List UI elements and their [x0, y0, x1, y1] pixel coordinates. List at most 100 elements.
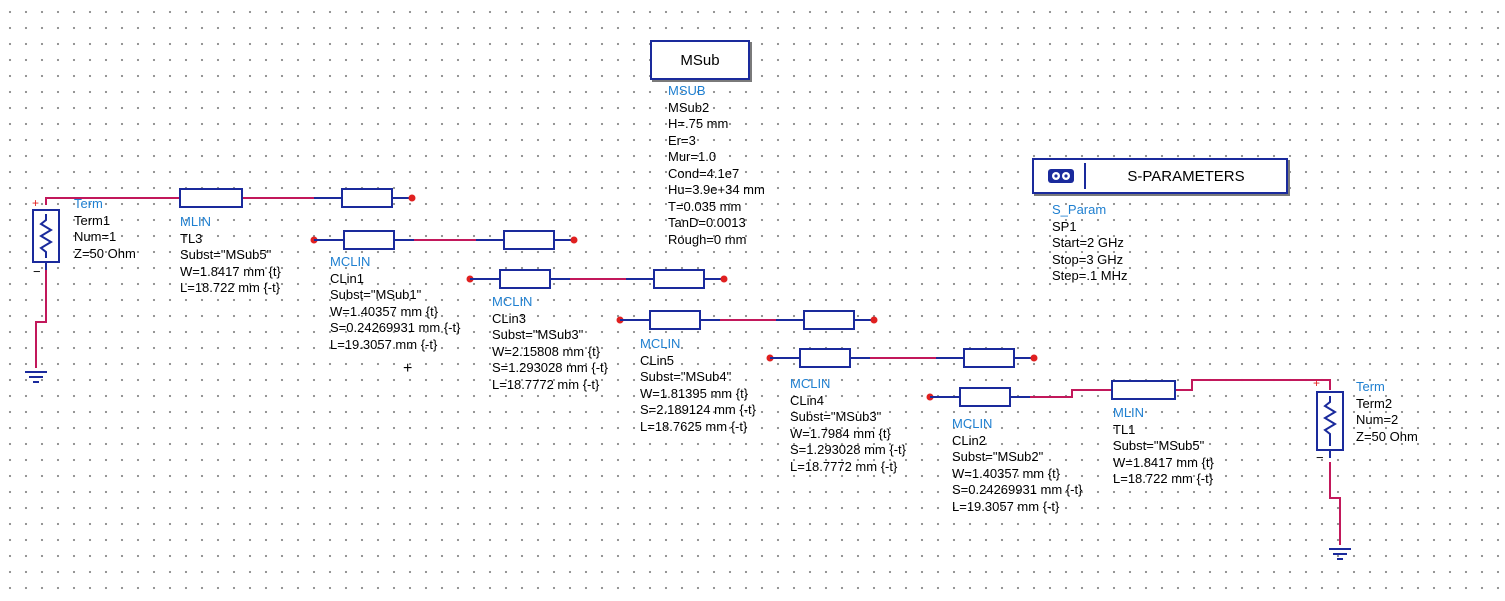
clin3-subst: Subst="MSub3" — [492, 327, 584, 342]
msub-tand: TanD=0.0013 — [668, 215, 746, 230]
sparam-type: S_Param — [1052, 202, 1107, 217]
term1-label[interactable]: Term Term1 Num=1 Z=50 Ohm — [74, 196, 136, 262]
term2-impedance: Z=50 Ohm — [1356, 428, 1418, 444]
clin4-label[interactable]: MCLIN CLin4 Subst="MSub3" W=1.7984 mm {t… — [790, 376, 906, 475]
term2-plus-sign: + — [1313, 376, 1320, 390]
tl3-label[interactable]: MLIN TL3 Subst="MSub5" W=1.8417 mm {t} L… — [180, 214, 281, 297]
clin4-pin-top — [870, 316, 878, 324]
term1-name: Term1 — [74, 212, 111, 228]
clin5-pin-top — [720, 275, 728, 283]
clin1-pin-top — [408, 194, 416, 202]
term2-resistor — [1323, 396, 1337, 446]
term2-label[interactable]: Term Term2 Num=2 Z=50 Ohm — [1356, 379, 1418, 445]
msub-name: MSub2 — [668, 99, 710, 115]
clin1-type: MCLIN — [330, 254, 371, 269]
tl3-length: L=18.722 mm {-t} — [180, 280, 281, 295]
msub-height: H=.75 mm — [668, 116, 729, 131]
clin1-label[interactable]: MCLIN CLin1 Subst="MSub1" W=1.40357 mm {… — [330, 254, 460, 353]
wire-term1-to-ground — [35, 265, 47, 368]
tl1-name: TL1 — [1113, 421, 1136, 437]
crosshair-cursor-icon: + — [403, 360, 413, 377]
clin3-spacing: S=1.293028 mm {-t} — [492, 360, 608, 375]
term2-num: Num=2 — [1356, 412, 1399, 427]
clin4-subst: Subst="MSub3" — [790, 409, 882, 424]
clin5-width: W=1.81395 mm {t} — [640, 385, 749, 401]
msub-cond: Cond=4.1e7 — [668, 165, 740, 181]
term2-name: Term2 — [1356, 395, 1393, 411]
term1-resistor — [39, 214, 53, 258]
clin2-name: CLin2 — [952, 432, 986, 448]
clin2-width: W=1.40357 mm {t} — [952, 465, 1061, 481]
clin5-name: CLin5 — [640, 352, 674, 368]
sparam-start: Start=2 GHz — [1052, 235, 1124, 250]
sparam-name: SP1 — [1052, 218, 1077, 234]
clin4-strip-bottom — [799, 348, 851, 368]
clin2-subst: Subst="MSub2" — [952, 449, 1044, 464]
clin5-type: MCLIN — [640, 336, 681, 351]
clin3-width: W=2.15808 mm {t} — [492, 343, 601, 359]
clin4-length: L=18.7772 mm {-t} — [790, 458, 898, 474]
tl3-width: W=1.8417 mm {t} — [180, 263, 281, 279]
wire-clin2-to-tl1 — [1030, 389, 1112, 398]
tl1-width: W=1.8417 mm {t} — [1113, 454, 1214, 470]
msub-rough: Rough=0 mm — [668, 231, 747, 247]
msub-title: MSub — [680, 51, 720, 69]
tl3-name: TL3 — [180, 230, 203, 246]
clin4-type: MCLIN — [790, 376, 831, 391]
clin3-strip-top — [503, 230, 555, 250]
tl1-type: MLIN — [1113, 405, 1145, 420]
msub-hu: Hu=3.9e+34 mm — [668, 182, 765, 197]
clin1-name: CLin1 — [330, 270, 364, 286]
clin3-length: L=18.7772 mm {-t} — [492, 376, 600, 392]
sparam-step: Step=.1 MHz — [1052, 268, 1128, 283]
clin5-label[interactable]: MCLIN CLin5 Subst="MSub4" W=1.81395 mm {… — [640, 336, 756, 435]
tl1-strip — [1111, 380, 1176, 400]
clin2-label[interactable]: MCLIN CLin2 Subst="MSub2" W=1.40357 mm {… — [952, 416, 1082, 515]
clin2-pin-top — [1030, 354, 1038, 362]
simulation-controller-icon — [1038, 163, 1086, 189]
wire-term1-to-tl3 — [45, 197, 180, 205]
clin4-spacing: S=1.293028 mm {-t} — [790, 442, 906, 457]
msub-block[interactable]: MSub — [650, 40, 750, 80]
tl1-length: L=18.722 mm {-t} — [1113, 471, 1214, 486]
msub-er: Er=3 — [668, 132, 696, 148]
term2-type: Term — [1356, 379, 1385, 394]
wire-term2-to-ground — [1329, 462, 1341, 545]
sparam-stop: Stop=3 GHz — [1052, 251, 1124, 267]
clin3-label[interactable]: MCLIN CLin3 Subst="MSub3" W=2.15808 mm {… — [492, 294, 608, 393]
wire-tl1-to-term2 — [1175, 379, 1331, 391]
msub-thickness: T=0.035 mm — [668, 198, 742, 214]
term1-impedance: Z=50 Ohm — [74, 245, 136, 261]
clin5-strip-top — [653, 269, 705, 289]
s-parameters-block[interactable]: S-PARAMETERS — [1032, 158, 1288, 194]
clin3-pin-top — [570, 236, 578, 244]
clin2-type: MCLIN — [952, 416, 993, 431]
term1-plus-sign: + — [32, 196, 39, 210]
clin5-length: L=18.7625 mm {-t} — [640, 418, 748, 434]
clin1-subst: Subst="MSub1" — [330, 287, 422, 302]
tl3-subst: Subst="MSub5" — [180, 247, 272, 262]
clin1-strip-bottom — [343, 230, 395, 250]
s-parameters-title: S-PARAMETERS — [1127, 167, 1245, 185]
clin1-width: W=1.40357 mm {t} — [330, 303, 439, 319]
clin4-width: W=1.7984 mm {t} — [790, 425, 891, 441]
clin1-strip-top — [341, 188, 393, 208]
msub-mur: Mur=1.0 — [668, 149, 717, 164]
clin2-length: L=19.3057 mm {-t} — [952, 498, 1060, 514]
sparam-label[interactable]: S_Param SP1 Start=2 GHz Stop=3 GHz Step=… — [1052, 202, 1128, 285]
clin5-strip-bottom — [649, 310, 701, 330]
tl3-strip — [179, 188, 243, 208]
clin5-subst: Subst="MSub4" — [640, 369, 732, 384]
tl1-subst: Subst="MSub5" — [1113, 438, 1205, 453]
tl1-label[interactable]: MLIN TL1 Subst="MSub5" W=1.8417 mm {t} L… — [1113, 405, 1214, 488]
msub-type: MSUB — [668, 83, 706, 98]
term2-minus-sign: − — [1316, 450, 1324, 465]
clin1-length: L=19.3057 mm {-t} — [330, 336, 438, 352]
clin2-spacing: S=0.24269931 mm {-t} — [952, 482, 1083, 497]
term1-num: Num=1 — [74, 229, 117, 244]
tl3-type: MLIN — [180, 214, 212, 229]
clin4-name: CLin4 — [790, 392, 824, 408]
msub-label[interactable]: MSUB MSub2 H=.75 mm Er=3 Mur=1.0 Cond=4.… — [668, 83, 765, 248]
